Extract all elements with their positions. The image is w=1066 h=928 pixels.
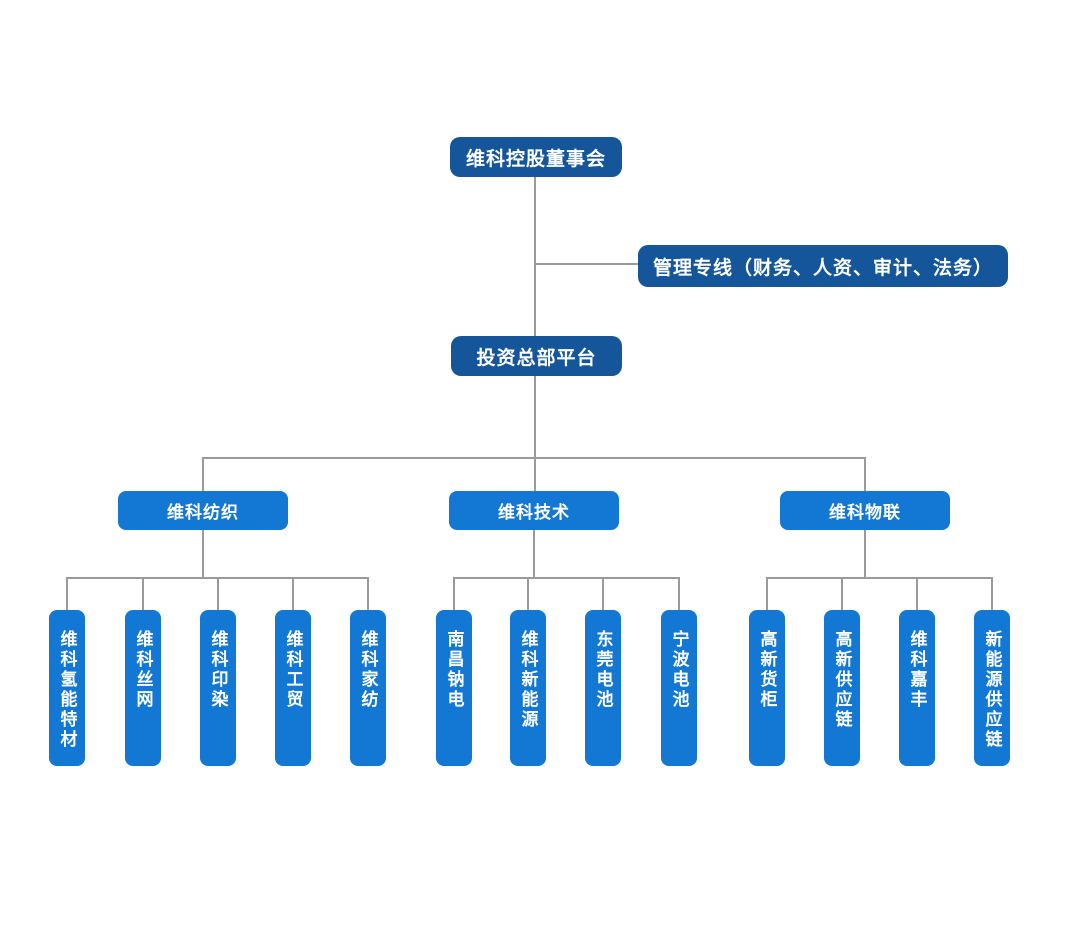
connector-line <box>217 577 219 610</box>
leaf-node-label: 高新货柜 <box>757 630 777 710</box>
leaf-node-label: 宁波电池 <box>669 630 689 710</box>
branch-node-weike-textile: 维科纺织 <box>118 491 288 530</box>
connector-line <box>841 577 843 610</box>
connector-line <box>527 577 529 610</box>
leaf-node-nanchang-sodium-battery: 南昌钠电 <box>436 610 472 766</box>
connector-line <box>678 577 680 610</box>
leaf-node-label: 维科工贸 <box>283 630 303 710</box>
leaf-node-weike-industry-trade: 维科工贸 <box>275 610 311 766</box>
leaf-node-weike-new-energy: 维科新能源 <box>510 610 546 766</box>
leaf-node-label: 维科嘉丰 <box>907 630 927 710</box>
leaf-node-weike-printing-dyeing: 维科印染 <box>200 610 236 766</box>
leaf-node-label: 新能源供应链 <box>982 630 1002 750</box>
connector-line <box>142 577 144 610</box>
connector-line <box>66 577 68 610</box>
connector-line <box>202 457 204 491</box>
connector-line <box>864 457 866 491</box>
leaf-node-weike-wire-mesh: 维科丝网 <box>125 610 161 766</box>
connector-line <box>533 530 535 578</box>
leaf-node-dongguan-battery: 东莞电池 <box>585 610 621 766</box>
leaf-node-label: 维科家纺 <box>358 630 378 710</box>
leaf-node-label: 高新供应链 <box>832 630 852 730</box>
platform-node: 投资总部平台 <box>451 336 622 376</box>
leaf-node-label: 南昌钠电 <box>444 630 464 710</box>
connector-line <box>202 530 204 578</box>
branch-node-weike-technology: 维科技术 <box>449 491 619 530</box>
leaf-node-label: 东莞电池 <box>593 630 613 710</box>
leaf-node-gaoxin-supply-chain: 高新供应链 <box>824 610 860 766</box>
connector-line <box>453 577 455 610</box>
board-node: 维科控股董事会 <box>450 137 622 177</box>
branch-node-weike-iot: 维科物联 <box>780 491 950 530</box>
leaf-node-label: 维科氢能特材 <box>57 630 77 750</box>
leaf-node-new-energy-supply-chain: 新能源供应链 <box>974 610 1010 766</box>
connector-line <box>534 176 536 336</box>
leaf-node-ningbo-battery: 宁波电池 <box>661 610 697 766</box>
connector-line <box>864 530 866 578</box>
connector-line <box>367 577 369 610</box>
connector-line <box>991 577 993 610</box>
connector-line <box>292 577 294 610</box>
connector-line <box>534 457 536 491</box>
connector-line <box>602 577 604 610</box>
leaf-node-label: 维科新能源 <box>518 630 538 730</box>
leaf-node-gaoxin-container: 高新货柜 <box>749 610 785 766</box>
management-line-node: 管理专线（财务、人资、审计、法务） <box>638 245 1008 287</box>
leaf-node-label: 维科印染 <box>208 630 228 710</box>
connector-line <box>916 577 918 610</box>
leaf-node-weike-hydrogen-materials: 维科氢能特材 <box>49 610 85 766</box>
leaf-node-weike-jiafeng: 维科嘉丰 <box>899 610 935 766</box>
leaf-node-weike-home-textile: 维科家纺 <box>350 610 386 766</box>
leaf-node-label: 维科丝网 <box>133 630 153 710</box>
connector-line <box>453 577 679 579</box>
connector-line <box>534 375 536 458</box>
connector-line <box>766 577 992 579</box>
connector-line <box>535 263 638 265</box>
connector-line <box>766 577 768 610</box>
